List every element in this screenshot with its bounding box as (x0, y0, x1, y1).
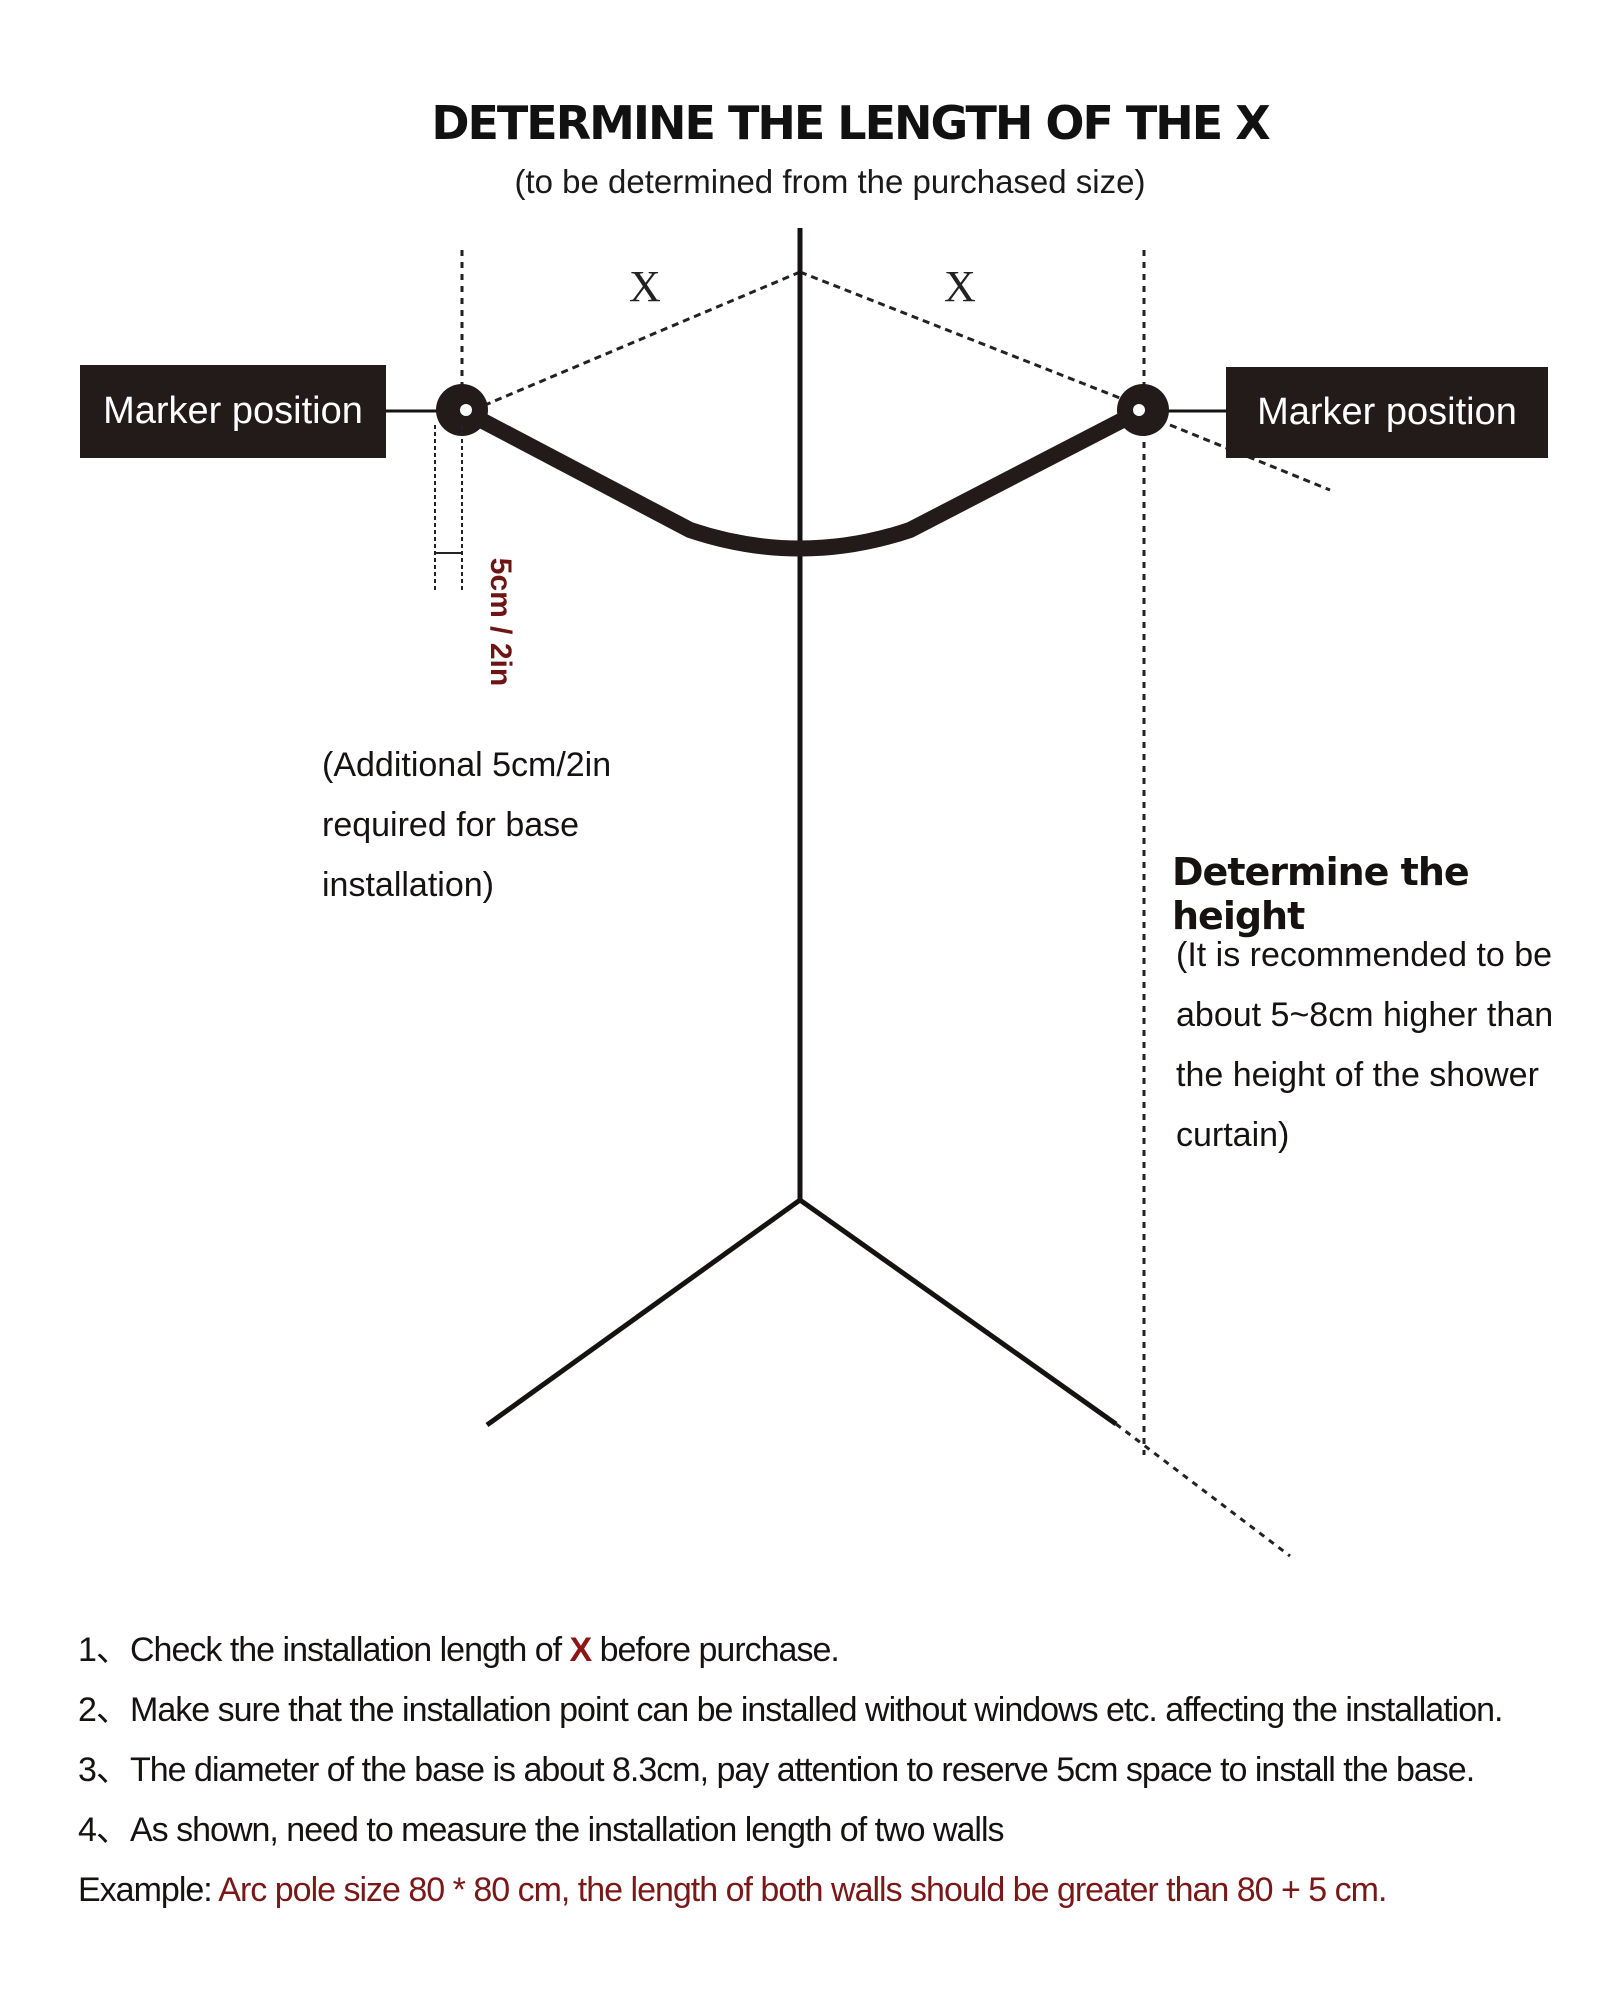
instruction-item: 2、Make sure that the installation point … (78, 1680, 1588, 1740)
step-number: 1、 (78, 1631, 130, 1669)
height-note-line: curtain) (1176, 1116, 1290, 1154)
base-note-line: (Additional 5cm/2in (322, 746, 612, 784)
instruction-item: 3、The diameter of the base is about 8.3c… (78, 1740, 1588, 1800)
height-note: (It is recommended to be about 5~8cm hig… (1176, 925, 1596, 1165)
offset-dimension-label: 5cm / 2in (484, 557, 517, 687)
x-label-left: X (629, 262, 661, 311)
right-wall-floor (798, 1197, 1118, 1427)
page-title: DETERMINE THE LENGTH OF THE X (431, 96, 1270, 150)
left-wall-floor (485, 1197, 802, 1428)
step-text: The diameter of the base is about 8.3cm,… (130, 1751, 1475, 1789)
instruction-item: 4、As shown, need to measure the installa… (78, 1800, 1588, 1860)
step-number: 2、 (78, 1691, 130, 1729)
instructions-list: 1、Check the installation length of X bef… (78, 1620, 1588, 1920)
step-text: Make sure that the installation point ca… (130, 1691, 1503, 1729)
height-note-line: about 5~8cm higher than (1176, 996, 1554, 1034)
height-note-line: the height of the shower (1176, 1056, 1539, 1094)
example-text: Arc pole size 80 * 80 cm, the length of … (211, 1871, 1387, 1909)
curved-rod (454, 402, 1150, 557)
step-text: Check the installation length of (130, 1631, 570, 1669)
marker-position-label-left: Marker position (80, 365, 386, 458)
right-wall-floor-ext (1115, 1422, 1291, 1558)
marker-position-label-right: Marker position (1226, 367, 1548, 458)
instruction-item: 1、Check the installation length of X bef… (78, 1620, 1588, 1680)
height-heading: Determine the height (1172, 850, 1470, 938)
base-note-line: required for base (322, 806, 580, 844)
step-text: As shown, need to measure the installati… (130, 1811, 1005, 1849)
x-label-right: X (944, 262, 976, 311)
page-subtitle: (to be determined from the purchased siz… (514, 163, 1146, 200)
example-label: Example: (78, 1871, 213, 1909)
step-text: before purchase. (591, 1631, 840, 1669)
x-highlight: X (569, 1631, 593, 1669)
step-number: 3、 (78, 1751, 130, 1789)
example-line: Example: Arc pole size 80 * 80 cm, the l… (78, 1860, 1588, 1920)
height-note-line: (It is recommended to be (1176, 936, 1553, 974)
base-note-line: installation) (322, 866, 494, 904)
base-installation-note: (Additional 5cm/2in required for base in… (322, 735, 682, 915)
step-number: 4、 (78, 1811, 130, 1849)
x-measure-left (484, 270, 801, 407)
